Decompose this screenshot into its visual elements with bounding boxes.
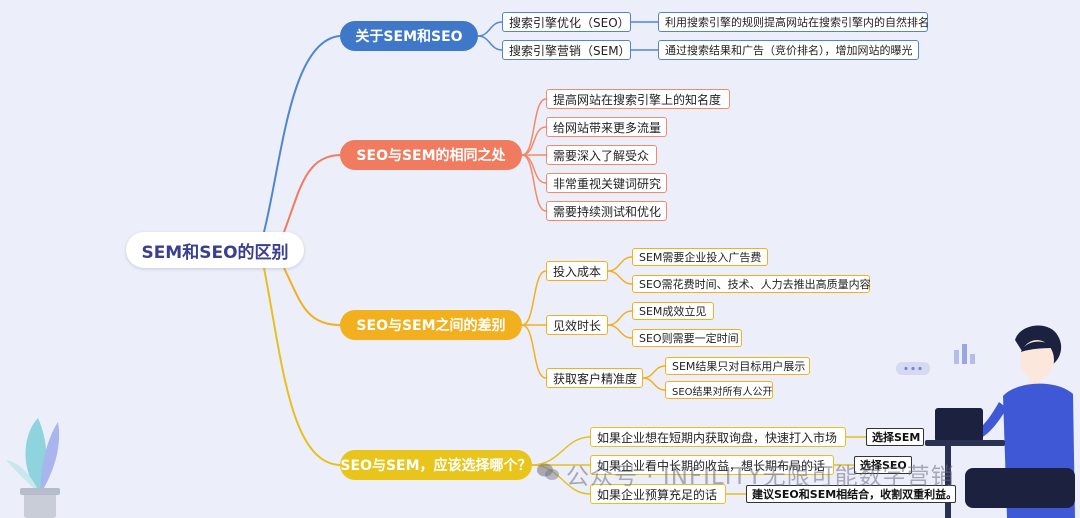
leaf-cost-sem: SEM需要企业投入广告费 [632, 248, 768, 266]
wechat-icon [537, 463, 559, 480]
branch-choice: SEO与SEM，应该选择哪个？ [340, 450, 532, 480]
leaf-similarity-5: 需要持续测试和优化 [546, 201, 667, 221]
person-laptop-illustration [925, 325, 1075, 518]
leaf-similarity-4: 非常重视关键词研究 [546, 173, 667, 193]
chat-bubble-icon [896, 362, 930, 375]
leaf-similarity-3: 需要深入了解受众 [546, 145, 657, 165]
leaf-choice-budget: 如果企业预算充足的话 [590, 484, 726, 504]
leaf-seo-detail: 利用搜索引擎的规则提高网站在搜索引擎内的自然排名 [658, 12, 929, 32]
leaf-time-sem: SEM成效立见 [632, 302, 714, 320]
answer-choose-seo: 选择SEO [854, 456, 912, 474]
leaf-similarity-1: 提高网站在搜索引擎上的知名度 [546, 89, 730, 109]
group-time: 见效时长 [546, 315, 608, 335]
leaf-choice-long-term: 如果企业看中长期的收益，想长期布局的话 [590, 455, 834, 475]
leaf-choice-short-term: 如果企业想在短期内获取询盘，快速打入市场 [590, 427, 846, 447]
answer-choose-sem: 选择SEM [866, 428, 924, 446]
leaf-similarity-2: 给网站带来更多流量 [546, 117, 667, 137]
group-precision: 获取客户精准度 [546, 368, 643, 388]
root-node: SEM和SEO的区别 [126, 232, 304, 268]
bar-chart-icon [954, 344, 975, 364]
leaf-time-seo: SEO则需要一定时间 [632, 329, 742, 347]
leaf-cost-seo: SEO需花费时间、技术、人力去推出高质量内容 [632, 275, 871, 293]
answer-combine: 建议SEO和SEM相结合，收割双重利益。 [746, 485, 957, 503]
leaf-precision-sem: SEM结果只对目标用户展示 [665, 357, 810, 375]
leaf-precision-seo: SEO结果对所有人公开 [665, 381, 773, 399]
leaf-seo-definition: 搜索引擎优化（SEO） [502, 12, 631, 32]
group-cost: 投入成本 [546, 261, 608, 281]
watermark: 公众号 · INFILITY无限可能数字营销 [566, 464, 955, 490]
branch-about: 关于SEM和SEO [340, 21, 478, 51]
plant-illustration [6, 418, 60, 518]
leaf-sem-detail: 通过搜索结果和广告（竞价排名），增加网站的曝光 [658, 40, 919, 60]
branch-similarities: SEO与SEM的相同之处 [340, 140, 522, 170]
leaf-sem-definition: 搜索引擎营销（SEM） [502, 40, 631, 60]
branch-differences: SEO与SEM之间的差别 [340, 310, 522, 340]
